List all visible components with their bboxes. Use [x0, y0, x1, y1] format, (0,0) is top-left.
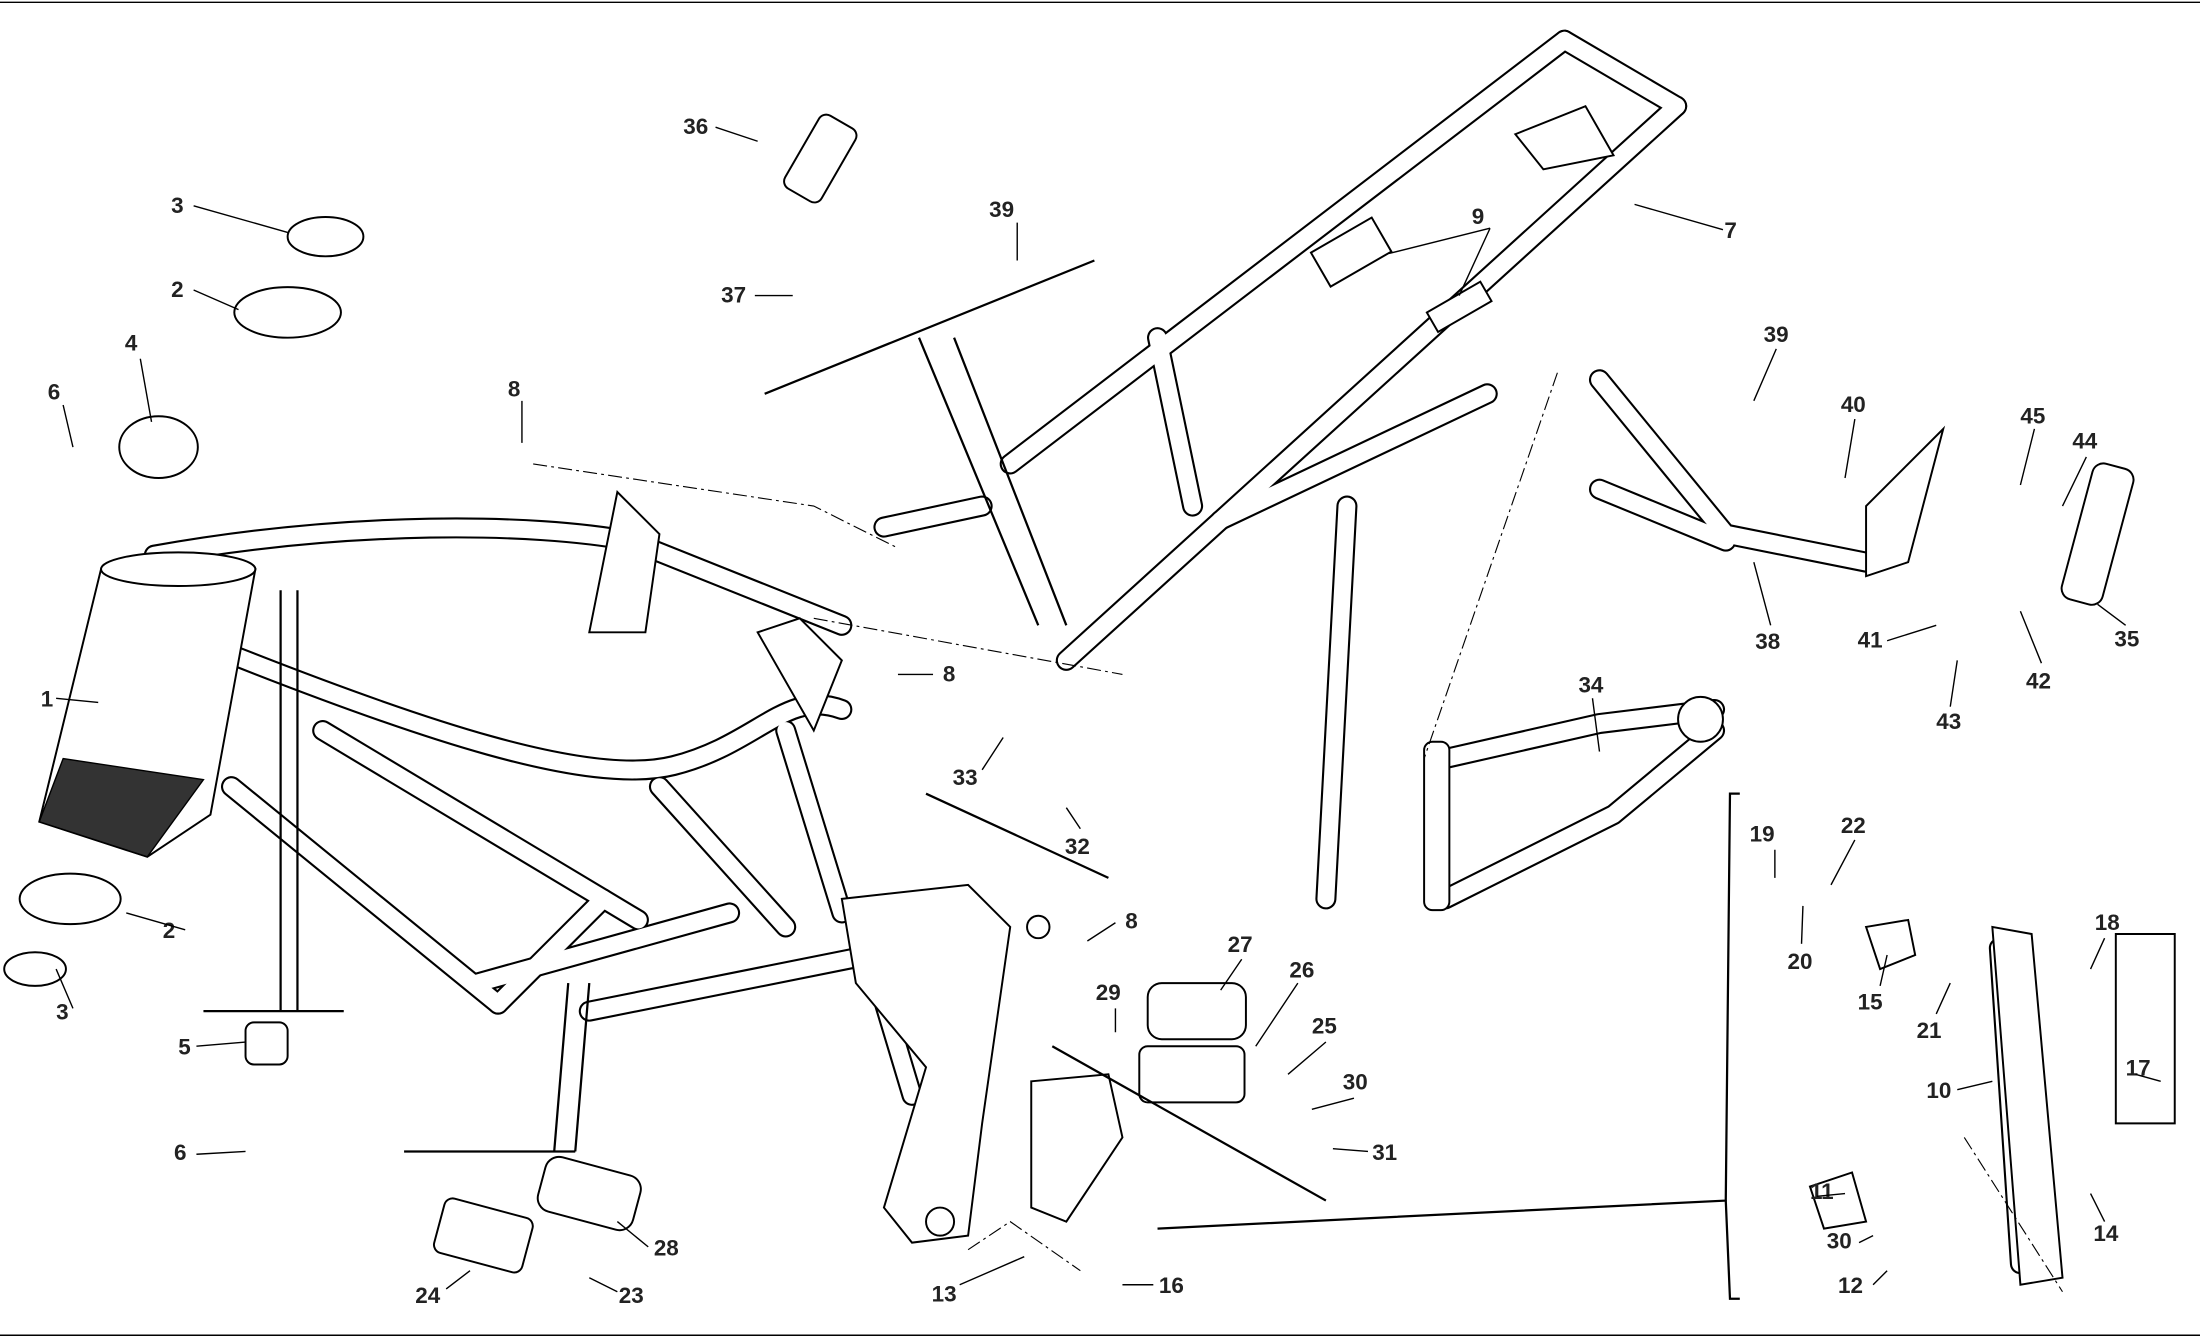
label-6: 6 [174, 1140, 186, 1165]
label-18: 18 [2095, 910, 2120, 935]
label-34: 34 [1578, 673, 1603, 698]
label-16: 16 [1159, 1273, 1184, 1298]
rubber-pads [1309, 216, 1493, 334]
label-10: 10 [1926, 1078, 1951, 1103]
label-19: 19 [1750, 821, 1775, 846]
label-5: 5 [178, 1035, 190, 1060]
label-9: 9 [1472, 204, 1484, 229]
label-2: 2 [163, 918, 175, 943]
label-27: 27 [1228, 932, 1253, 957]
label-13: 13 [932, 1282, 957, 1307]
label-30: 30 [1343, 1070, 1368, 1095]
label-15: 15 [1858, 990, 1883, 1015]
label-8: 8 [508, 377, 520, 402]
label-37: 37 [721, 283, 746, 308]
label-14: 14 [2093, 1221, 2118, 1246]
label-26: 26 [1289, 957, 1314, 982]
label-20: 20 [1788, 949, 1813, 974]
label-39: 39 [1764, 322, 1789, 347]
label-2: 2 [171, 277, 183, 302]
label-45: 45 [2020, 403, 2045, 428]
label-11: 11 [1810, 1179, 1834, 1204]
side-stand [1808, 918, 2176, 1286]
section-brackets [203, 259, 2063, 1300]
label-8: 8 [1125, 908, 1137, 933]
label-40: 40 [1841, 392, 1866, 417]
leader-lines [55, 126, 2161, 1293]
label-39: 39 [989, 197, 1014, 222]
label-31: 31 [1372, 1140, 1397, 1165]
label-7: 7 [1724, 218, 1736, 243]
label-3: 3 [171, 193, 183, 218]
label-33: 33 [953, 765, 978, 790]
label-17: 17 [2126, 1056, 2151, 1081]
label-41: 41 [1858, 628, 1883, 653]
label-44: 44 [2072, 429, 2097, 454]
label-24: 24 [415, 1283, 440, 1308]
label-43: 43 [1936, 709, 1961, 734]
label-38: 38 [1755, 629, 1780, 654]
steering-parts [3, 216, 365, 1066]
label-12: 12 [1838, 1273, 1863, 1298]
label-21: 21 [1917, 1018, 1942, 1043]
label-6: 6 [48, 379, 60, 404]
footpegs [432, 113, 2135, 1274]
label-30: 30 [1827, 1228, 1852, 1253]
label-42: 42 [2026, 668, 2051, 693]
label-22: 22 [1841, 813, 1866, 838]
label-4: 4 [125, 330, 138, 355]
label-36: 36 [683, 114, 708, 139]
label-8: 8 [943, 661, 955, 686]
label-32: 32 [1065, 834, 1090, 859]
label-1: 1 [41, 687, 53, 712]
rear-subframe [884, 40, 1677, 899]
label-35: 35 [2114, 626, 2139, 651]
swingarm-plate [840, 883, 1012, 1244]
label-25: 25 [1312, 1014, 1337, 1039]
label-23: 23 [619, 1283, 644, 1308]
passenger-footrest-bracket [1423, 380, 1946, 912]
label-29: 29 [1096, 980, 1121, 1005]
callout-labels: 3 2 4 6 8 1 2 3 5 6 36 39 37 9 7 39 40 4… [41, 114, 2151, 1308]
main-frame [38, 490, 1051, 1244]
label-28: 28 [654, 1235, 679, 1260]
label-3: 3 [56, 1000, 68, 1025]
